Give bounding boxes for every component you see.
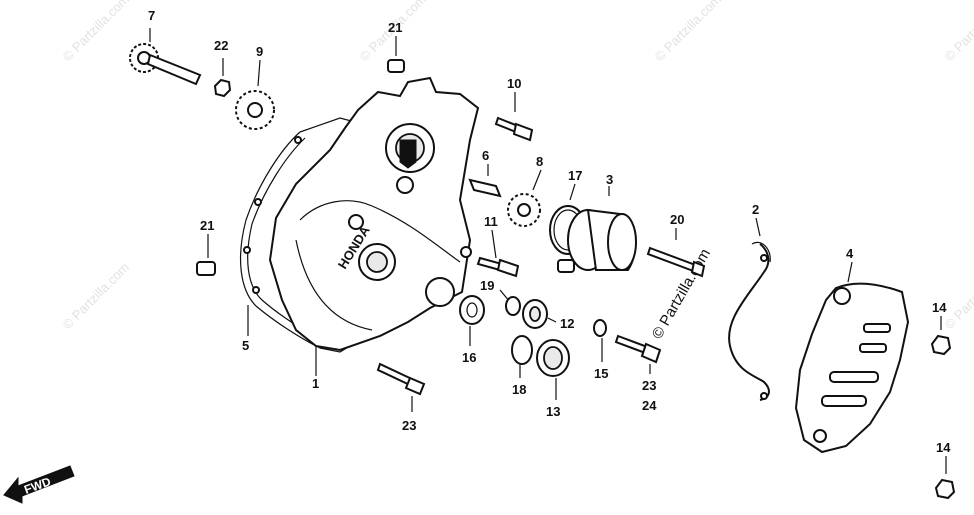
watermarks: © Partzilla.com © Partzilla.com © Partzi… [60,0,974,332]
callout-label: 11 [484,214,498,229]
shaft-with-gear [129,28,202,86]
ring [499,289,521,316]
small-nut [213,58,232,98]
crankcase-cover [268,76,480,376]
filter-cover [557,186,637,273]
watermark: © Partzilla.com [652,0,725,64]
callout-label: 13 [546,404,560,419]
callout-label: 7 [148,8,155,23]
callout-label: 6 [482,148,489,163]
watermark: © Partzilla.com [60,260,133,333]
filter-cap [536,339,570,400]
callout-label: 24 [642,398,657,413]
sprocket-cover [794,261,910,454]
long-bolt [646,228,706,278]
oil-seal [459,295,485,346]
dowel-pin [387,36,405,73]
callout-label: 16 [462,350,476,365]
callout-label: 3 [606,172,613,187]
watermark: © Partzilla.com [60,0,133,64]
dowel-pin [468,164,502,198]
callout-label: 12 [560,316,574,331]
rotor [522,299,557,329]
sprocket [507,169,542,227]
callout-label: 14 [936,440,951,455]
callout-label: 20 [670,212,684,227]
callout-label: 8 [536,154,543,169]
dowel-pin [196,234,216,276]
sprocket [235,59,275,130]
callout-label: 22 [214,38,228,53]
callout-label: 21 [200,218,214,233]
flange-bolt [614,334,662,374]
callout-label: 18 [512,382,526,397]
flange-bolt [376,362,426,412]
o-ring [511,335,533,378]
bolt [476,229,520,278]
nut [934,456,956,500]
callout-label: 15 [594,366,608,381]
bracket-wire [728,217,771,401]
callout-label: 5 [242,338,249,353]
callout-label: 10 [507,76,521,91]
callout-label: 17 [568,168,582,183]
callout-label: 1 [312,376,319,391]
callout-label: 2 [752,202,759,217]
callout-label: 9 [256,44,263,59]
callout-label: 19 [480,278,494,293]
callout-label: 4 [846,246,854,261]
watermark: © Partzilla.com [942,0,974,64]
callout-label: 23 [642,378,656,393]
watermark: © Partzilla.com [942,260,974,333]
fwd-label: FWD [22,474,53,497]
bolt [494,92,534,142]
washer [593,319,607,362]
callout-labels: 7 22 9 21 10 6 8 17 3 20 2 4 21 11 19 12… [148,8,951,455]
nut [930,316,952,356]
callout-label: 23 [402,418,416,433]
fwd-arrow-icon: FWD [3,465,75,504]
callout-label: 14 [932,300,947,315]
callout-label: 21 [388,20,402,35]
